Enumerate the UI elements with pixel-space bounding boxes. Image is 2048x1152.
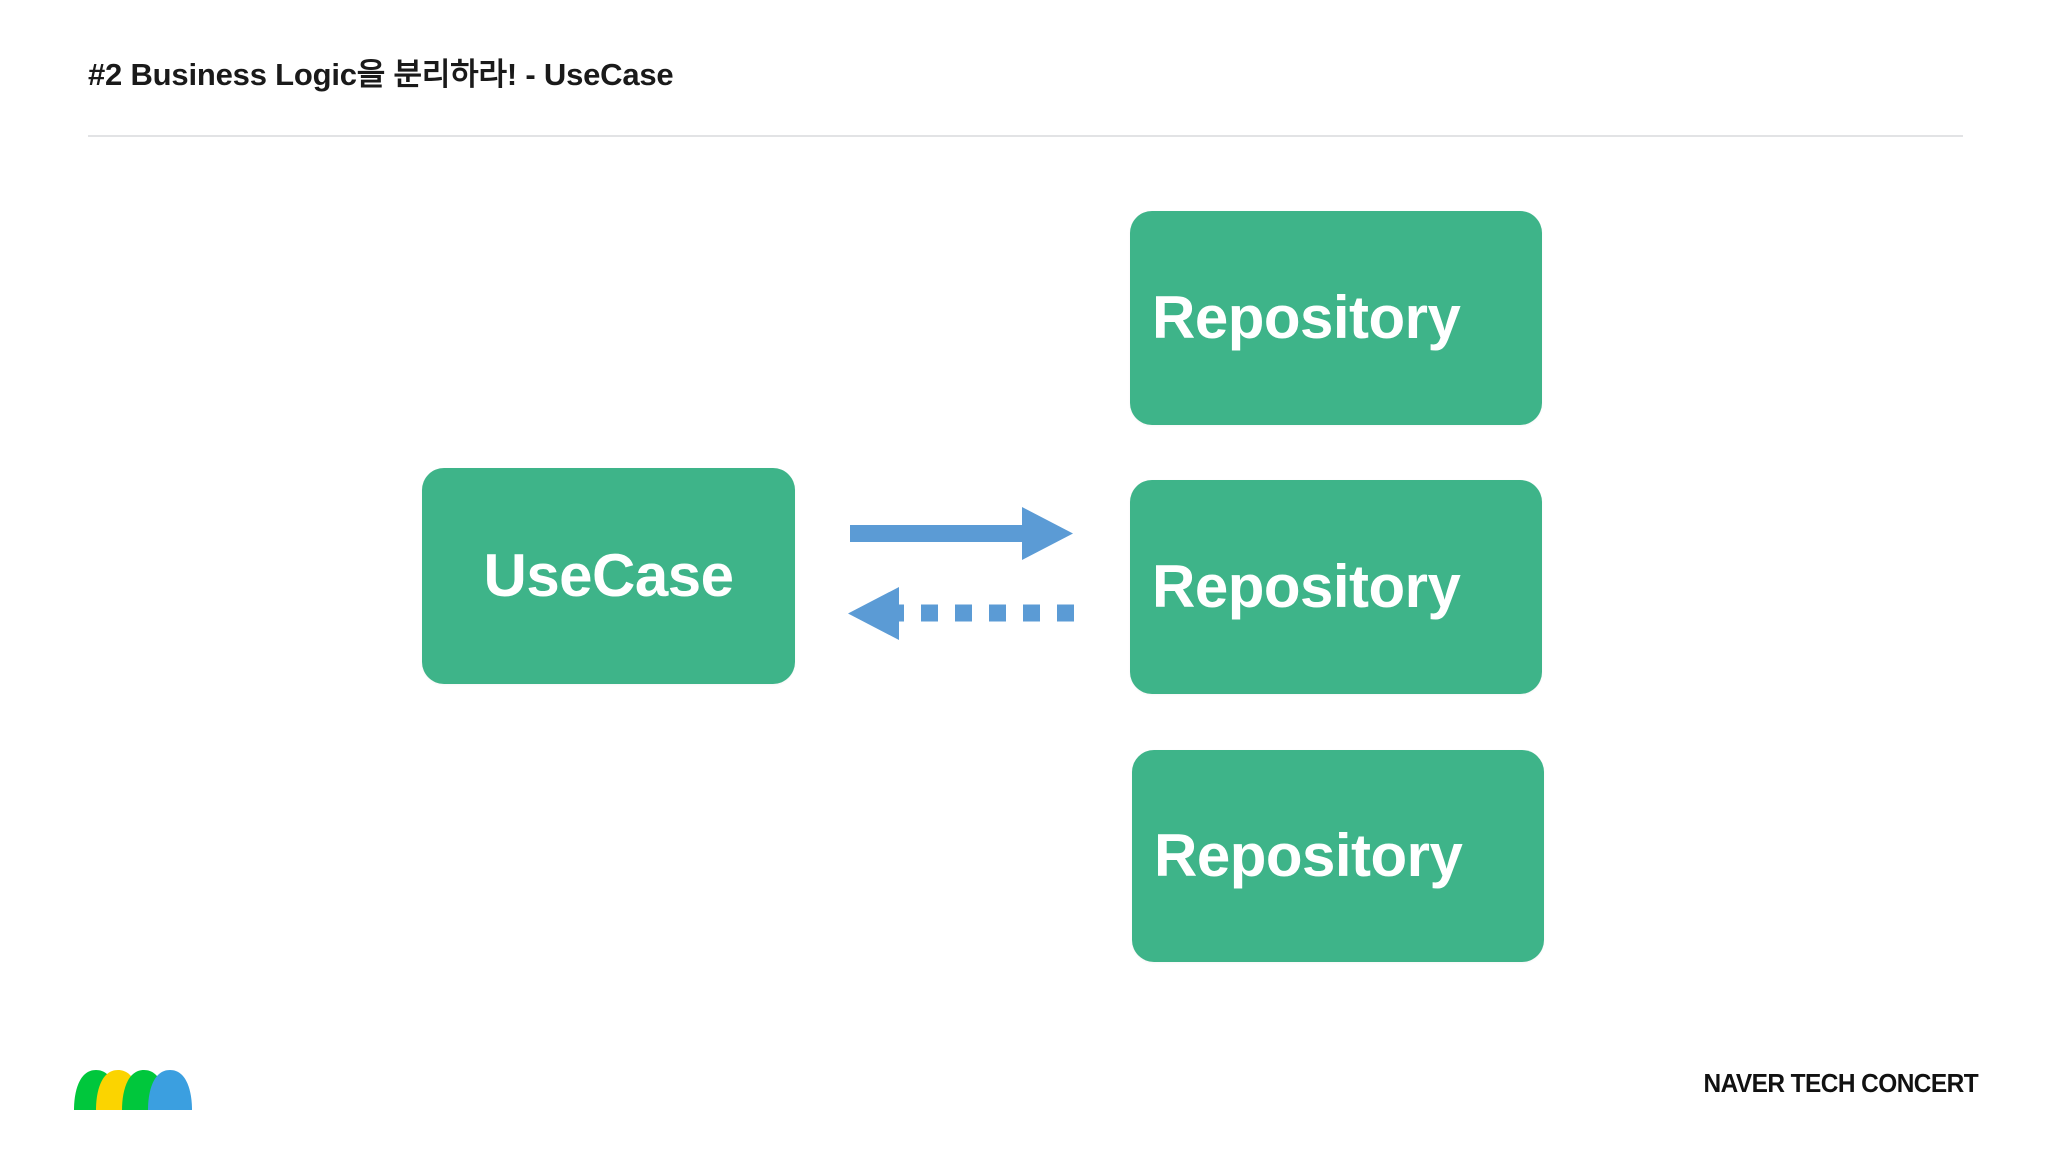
naver-logo-icon <box>74 1070 192 1110</box>
diagram-node-repository-1[interactable]: Repository <box>1130 211 1542 425</box>
logo-petal-blue <box>148 1070 192 1110</box>
diagram-node-repository-2[interactable]: Repository <box>1130 480 1542 694</box>
header-divider <box>88 135 1963 137</box>
arrow-solid-right-icon <box>850 507 1073 560</box>
footer-brand-text: NAVER TECH CONCERT <box>1703 1068 1978 1098</box>
node-label: Repository <box>1152 553 1461 620</box>
page-title: #2 Business Logic을 분리하라! - UseCase <box>88 57 674 92</box>
node-label: Repository <box>1154 822 1463 889</box>
node-label: Repository <box>1152 284 1461 351</box>
node-label: UseCase <box>483 542 734 609</box>
diagram-node-repository-3[interactable]: Repository <box>1132 750 1544 962</box>
diagram-node-usecase[interactable]: UseCase <box>422 468 795 684</box>
arrow-dashed-left-icon <box>848 587 1074 640</box>
